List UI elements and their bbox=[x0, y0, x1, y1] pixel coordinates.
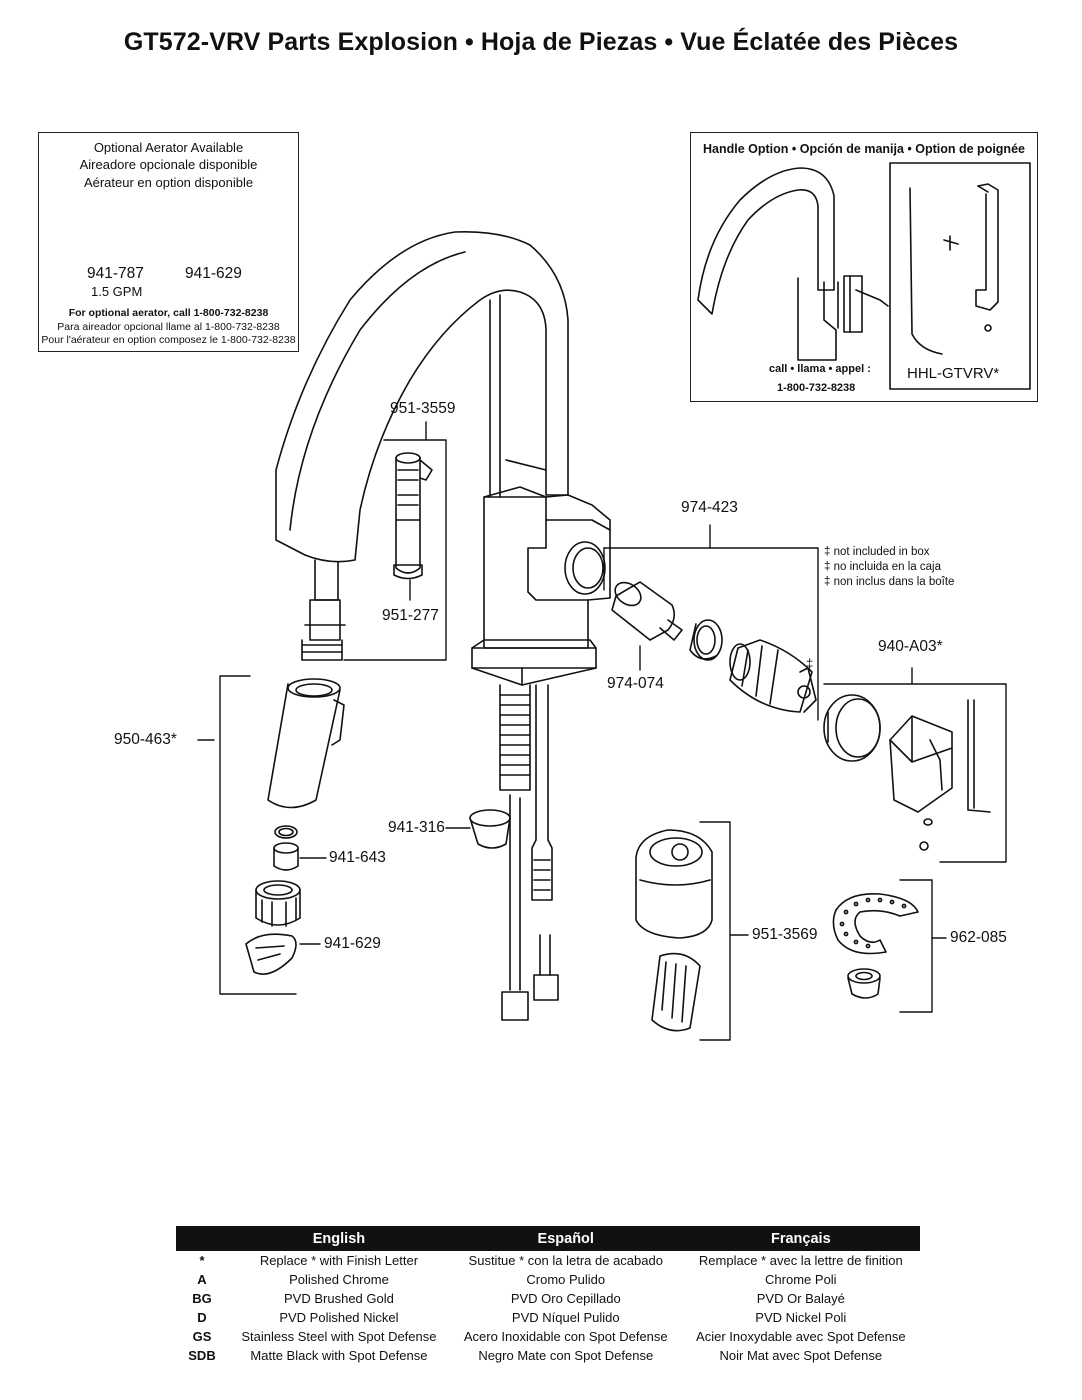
handle-call-text: call • llama • appel : bbox=[769, 363, 871, 375]
table-row: GS Stainless Steel with Spot Defense Ace… bbox=[176, 1327, 920, 1346]
not-included-en: ‡ not included in box bbox=[824, 546, 930, 558]
faucet-spout bbox=[275, 230, 569, 563]
label-941-316: 941-316 bbox=[388, 819, 445, 836]
label-940-A03: 940-A03* bbox=[878, 638, 943, 655]
finish-spanish: Cromo Pulido bbox=[526, 1272, 606, 1287]
finish-french: Noir Mat avec Spot Defense bbox=[719, 1348, 883, 1363]
not-included-fr: ‡ non inclus dans la boîte bbox=[824, 576, 955, 588]
finish-english: Stainless Steel with Spot Defense bbox=[241, 1329, 437, 1344]
label-962-085: 962-085 bbox=[950, 929, 1007, 946]
aerator-title-es: Aireadore opcionale disponible bbox=[79, 157, 258, 172]
finish-spanish: Negro Mate con Spot Defense bbox=[478, 1348, 654, 1363]
spray-hose-connector bbox=[301, 559, 346, 661]
finish-french: PVD Nickel Poli bbox=[755, 1310, 847, 1325]
handle-option-faucet-drawing bbox=[697, 167, 889, 361]
handle-kit-frame bbox=[889, 162, 1031, 390]
handle-option-title: Handle Option • Opción de manija • Optio… bbox=[703, 142, 1025, 156]
finish-table-header-english: English bbox=[228, 1226, 450, 1251]
finish-french: PVD Or Balayé bbox=[756, 1291, 845, 1306]
handle-option-kit-drawing bbox=[909, 183, 999, 355]
aerator-call-es: Para aireador opcional llame al 1-800-73… bbox=[57, 321, 280, 333]
finish-code: A bbox=[197, 1272, 207, 1287]
faucet-body bbox=[471, 486, 611, 686]
finish-english: PVD Polished Nickel bbox=[279, 1310, 399, 1325]
finish-table-header: English Español Français bbox=[176, 1226, 920, 1251]
table-row: SDB Matte Black with Spot Defense Negro … bbox=[176, 1346, 920, 1365]
finish-table-header-spanish: Español bbox=[449, 1226, 682, 1251]
finish-code: GS bbox=[192, 1329, 212, 1344]
finish-table-header-french: Français bbox=[681, 1226, 920, 1251]
optional-aerator-box: Optional Aerator Available Aireadore opc… bbox=[38, 132, 299, 352]
label-941-643: 941-643 bbox=[329, 849, 386, 866]
finish-english: PVD Brushed Gold bbox=[284, 1291, 394, 1306]
finish-english: Replace * with Finish Letter bbox=[259, 1253, 419, 1268]
mounting-plate-962-085 bbox=[832, 893, 919, 999]
label-951-3559: 951-3559 bbox=[390, 400, 456, 417]
table-row: A Polished Chrome Cromo Pulido Chrome Po… bbox=[176, 1270, 920, 1289]
hose-guide-941-316 bbox=[469, 809, 511, 849]
finish-english: Matte Black with Spot Defense bbox=[250, 1348, 428, 1363]
finish-table-header-code bbox=[176, 1226, 228, 1251]
aerator-part-941-787: 941-787 bbox=[87, 265, 144, 282]
finish-spanish: Sustitue * con la letra de acabado bbox=[468, 1253, 663, 1268]
cartridge-974-074 bbox=[611, 581, 683, 641]
label-950-463: 950-463* bbox=[114, 731, 177, 748]
finish-english: Polished Chrome bbox=[289, 1272, 389, 1287]
finish-code: D bbox=[197, 1310, 207, 1325]
aerator-part-941-629: 941-629 bbox=[185, 265, 242, 282]
finish-code: BG bbox=[192, 1291, 212, 1306]
label-941-629: 941-629 bbox=[324, 935, 381, 952]
label-974-074: 974-074 bbox=[607, 675, 664, 692]
label-951-277: 951-277 bbox=[382, 607, 439, 624]
aerator-call-fr: Pour l'aérateur en option composez le 1-… bbox=[41, 334, 296, 346]
table-row: * Replace * with Finish Letter Sustitue … bbox=[176, 1251, 920, 1270]
not-included-es: ‡ no incluida en la caja bbox=[824, 561, 941, 573]
finish-french: Remplace * avec la lettre de finition bbox=[698, 1253, 903, 1268]
handle-option-box: Handle Option • Opción de manija • Optio… bbox=[690, 132, 1038, 402]
aerator-call-en: For optional aerator, call 1-800-732-823… bbox=[68, 307, 269, 319]
finish-french: Chrome Poli bbox=[765, 1272, 837, 1287]
aerator-title-en: Optional Aerator Available bbox=[93, 140, 244, 155]
table-row: BG PVD Brushed Gold PVD Oro Cepillado PV… bbox=[176, 1289, 920, 1308]
label-974-423: 974-423 bbox=[681, 499, 738, 516]
spray-head-950-463 bbox=[267, 678, 345, 809]
aerator-title-fr: Aérateur en option disponible bbox=[83, 175, 254, 190]
aerator-flow-rate: 1.5 GPM bbox=[91, 284, 143, 299]
label-dagger: ‡ bbox=[806, 656, 814, 671]
page-title: GT572-VRV Parts Explosion • Hoja de Piez… bbox=[123, 28, 959, 56]
finish-spanish: PVD Níquel Pulido bbox=[511, 1310, 620, 1325]
table-row: D PVD Polished Nickel PVD Níquel Pulido … bbox=[176, 1308, 920, 1327]
finish-spanish: Acero Inoxidable con Spot Defense bbox=[463, 1329, 668, 1344]
finish-code: SDB bbox=[188, 1348, 216, 1363]
finish-french: Acier Inoxydable avec Spot Defense bbox=[696, 1329, 906, 1344]
finish-code-table: English Español Français * Replace * wit… bbox=[176, 1226, 920, 1365]
diverter-cartridge-951-277 bbox=[393, 452, 433, 580]
finish-code: * bbox=[199, 1253, 205, 1268]
handle-kit-part: HHL-GTVRV* bbox=[907, 365, 1000, 382]
finish-spanish: PVD Oro Cepillado bbox=[510, 1291, 621, 1306]
handle-940-A03 bbox=[823, 694, 991, 851]
hose-weight-951-3569 bbox=[635, 829, 713, 1032]
spray-washer-and-fittings bbox=[245, 825, 301, 975]
handle-phone: 1-800-732-8238 bbox=[777, 382, 856, 394]
retaining-nut bbox=[689, 619, 723, 661]
label-951-3569: 951-3569 bbox=[752, 926, 818, 943]
handle-adapter bbox=[729, 639, 817, 713]
shank-and-supply-lines bbox=[499, 684, 559, 1021]
